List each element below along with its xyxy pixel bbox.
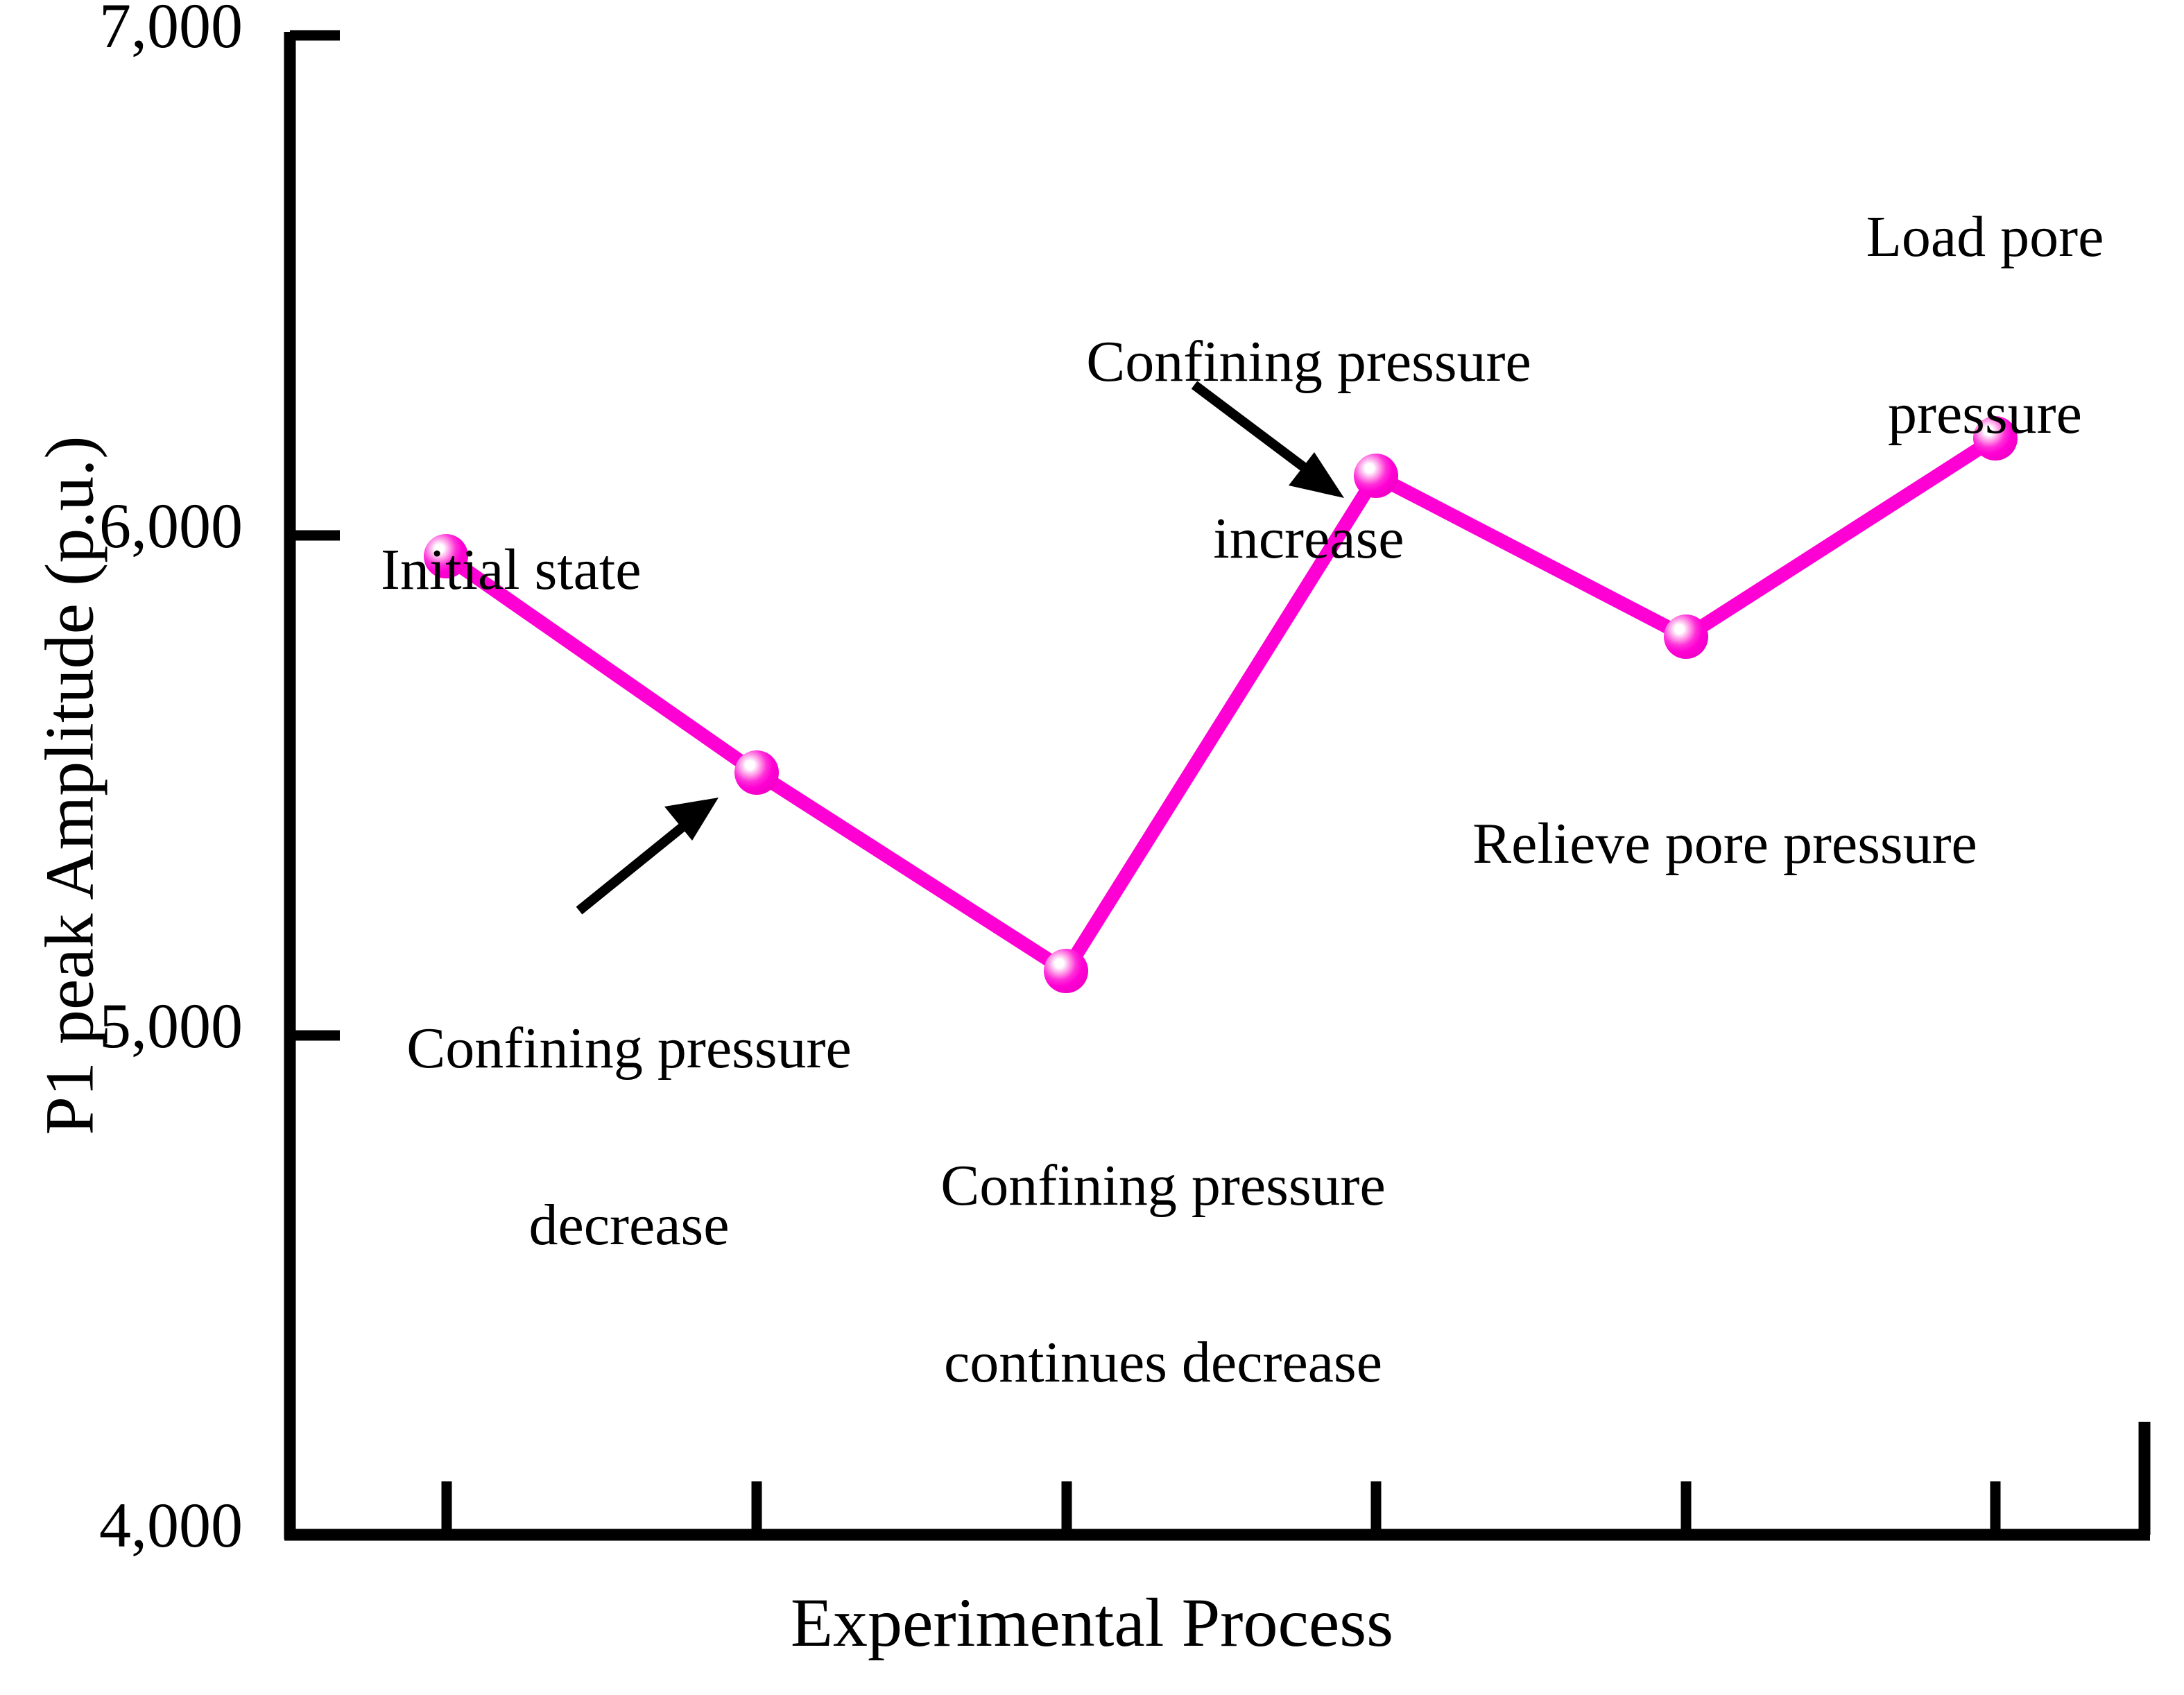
y-axis-title: P1 peak Amplitude (p.u.) — [31, 436, 108, 1135]
annotation-cp-decrease-line1: Confining pressure — [406, 1015, 852, 1081]
annotation-load-pore-line1: Load pore — [1866, 204, 2104, 269]
annotation-confining-pressure-decrease: Confining pressure decrease — [343, 915, 857, 1358]
annotation-cp-continues-line1: Confining pressure — [940, 1153, 1386, 1218]
annotation-initial-state: Initial state — [323, 437, 642, 703]
data-line — [439, 431, 2002, 978]
y-tick-label-4000: 4,000 — [99, 1490, 243, 1560]
annotation-load-pore-line2: pressure — [1888, 381, 2082, 447]
data-point-2 — [734, 750, 779, 795]
annotation-relieve-pore-pressure: Relieve pore pressure — [1401, 711, 1990, 976]
x-axis-title: Experimental Process — [790, 1584, 1394, 1661]
data-markers — [424, 416, 2018, 993]
x-axis-ticks — [441, 1481, 2001, 1535]
arrow-confining-pressure-decrease — [576, 798, 719, 915]
annotation-cp-continues-line2: continues decrease — [943, 1330, 1382, 1395]
annotation-relieve-pore-pressure-line1: Relieve pore pressure — [1472, 811, 1977, 876]
axis-frame — [284, 32, 2151, 1541]
data-point-4 — [1354, 454, 1398, 498]
y-axis-ticks — [290, 30, 340, 1540]
annotation-load-pore-pressure: Load pore pressure — [1807, 104, 2105, 547]
annotation-confining-pressure-continues-decrease: Confining pressure continues decrease — [877, 1053, 1391, 1495]
annotation-cp-increase-line2: increase — [1213, 506, 1404, 571]
annotation-confining-pressure-increase: Confining pressure increase — [1026, 229, 1533, 671]
y-tick-label-6000: 6,000 — [99, 490, 243, 561]
y-tick-label-5000: 5,000 — [99, 990, 243, 1061]
arrow-confining-pressure-increase — [1191, 381, 1344, 498]
data-point-6 — [1973, 416, 2018, 461]
annotation-cp-decrease-line2: decrease — [528, 1193, 730, 1258]
annotation-initial-state-line1: Initial state — [381, 537, 642, 602]
annotation-arrows — [576, 381, 1344, 915]
annotation-cp-increase-line1: Confining pressure — [1086, 329, 1531, 394]
data-point-5 — [1664, 614, 1708, 659]
data-point-3 — [1044, 949, 1088, 993]
data-point-1 — [424, 534, 468, 578]
y-tick-label-7000: 7,000 — [99, 0, 243, 61]
